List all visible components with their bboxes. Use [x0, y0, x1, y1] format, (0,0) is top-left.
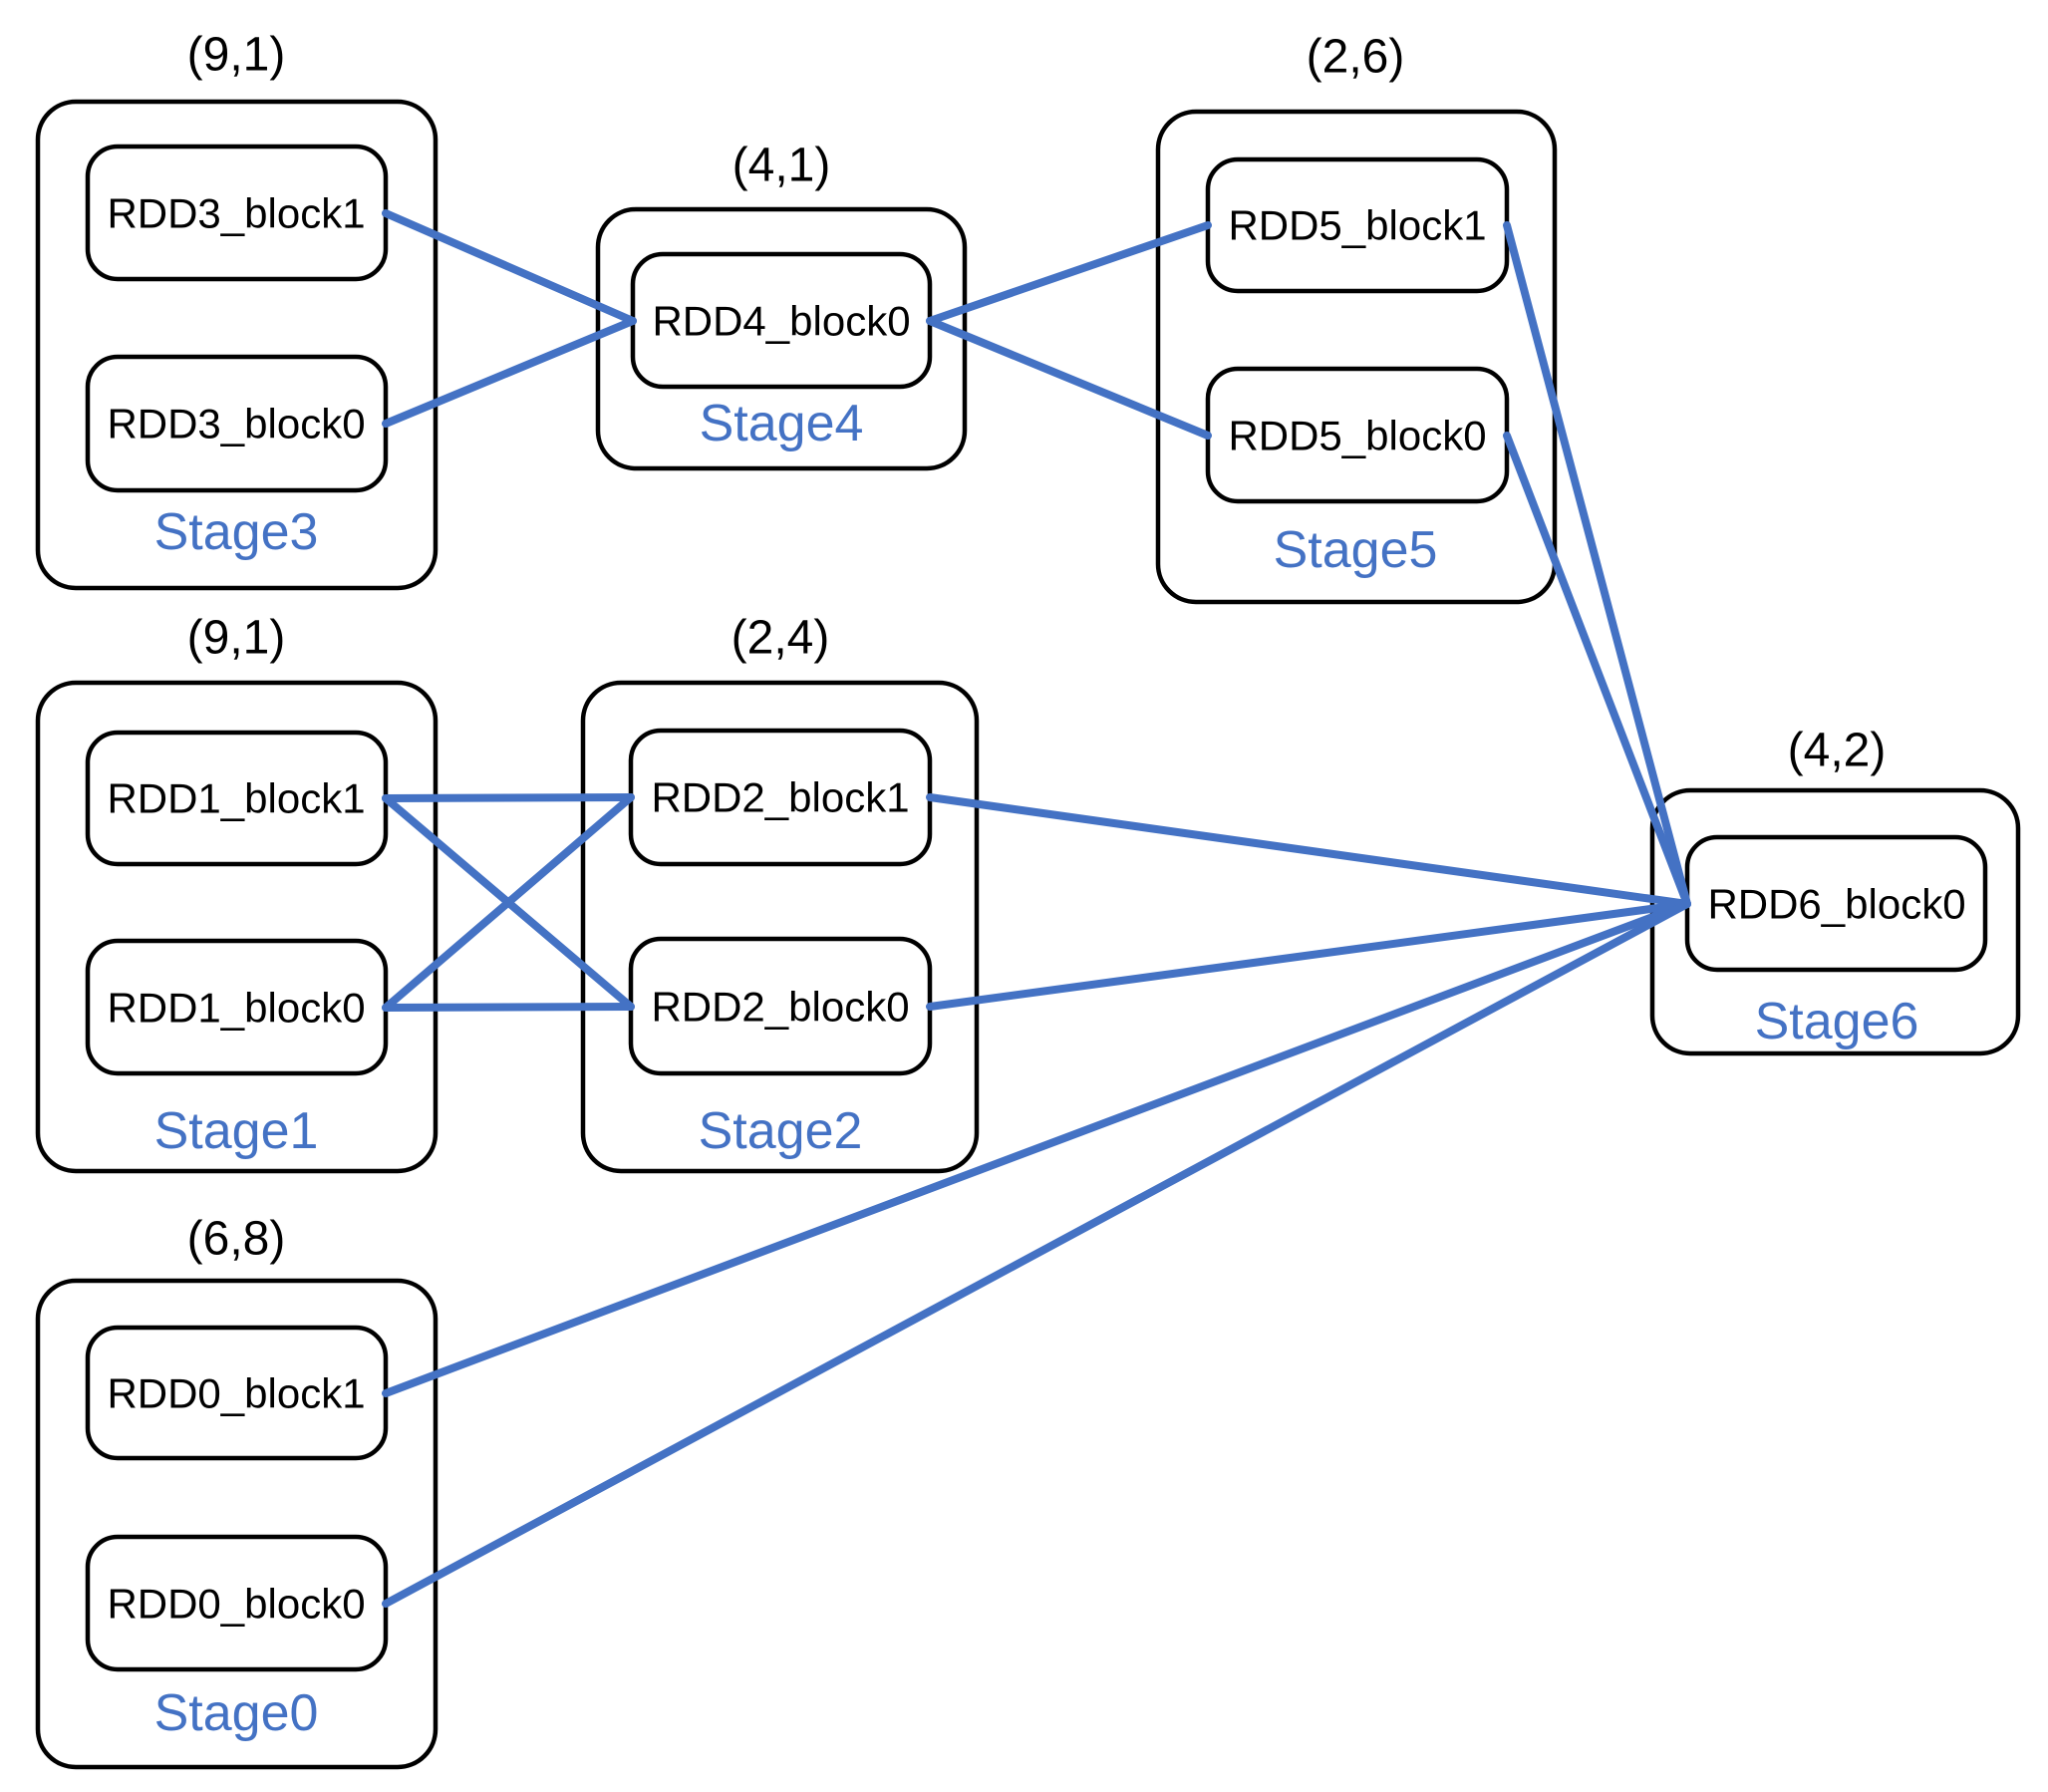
edge-rdd2_block0-to-rdd6_block0: [926, 900, 1691, 1011]
rdd2_block1-label: RDD2_block1: [651, 774, 909, 821]
edge-rdd5_block0-to-rdd6_block0: [1503, 432, 1691, 908]
rdd2_block0-label: RDD2_block0: [651, 984, 909, 1031]
stage3-partition-tuple: (9,1): [187, 29, 286, 82]
rdd6_block0-label: RDD6_block0: [1707, 881, 1965, 928]
rdd5_block0-label: RDD5_block0: [1228, 413, 1486, 459]
stage0-label: Stage0: [154, 1684, 319, 1742]
edge-rdd0_block1-to-rdd6_block0: [382, 900, 1691, 1397]
edge-rdd1_block0-to-rdd2_block1: [382, 793, 635, 1012]
edges-group: [382, 209, 1691, 1608]
rdd3_block0-label: RDD3_block0: [107, 401, 365, 448]
stage3-group: (9,1) Stage3 RDD3_block1 RDD3_block0: [35, 29, 439, 591]
rdd3_block1-label: RDD3_block1: [107, 190, 365, 237]
edge-rdd4_block0-to-rdd5_block0: [926, 317, 1212, 440]
stage3-label: Stage3: [154, 503, 319, 561]
stage2-label: Stage2: [699, 1102, 863, 1160]
stage2-group: (2,4) Stage2 RDD2_block1 RDD2_block0: [580, 612, 980, 1174]
edge-rdd5_block1-to-rdd6_block0: [1503, 221, 1691, 908]
stage4-label: Stage4: [700, 395, 864, 452]
edge-rdd4_block0-to-rdd5_block1: [926, 221, 1212, 325]
stage5-label: Stage5: [1274, 521, 1438, 579]
rdd4_block0-label: RDD4_block0: [652, 298, 910, 345]
rdd0_block0-label: RDD0_block0: [107, 1581, 365, 1628]
stage1-label: Stage1: [154, 1102, 319, 1160]
rdd0_block1-label: RDD0_block1: [107, 1370, 365, 1417]
stage5-group: (2,6) Stage5 RDD5_block1 RDD5_block0: [1155, 31, 1558, 605]
edge-rdd3_block0-to-rdd4_block0: [382, 317, 637, 428]
stage0-partition-tuple: (6,8): [187, 1213, 286, 1266]
stage1-group: (9,1) Stage1 RDD1_block1 RDD1_block0: [35, 612, 439, 1174]
stage6-group: (4,2) Stage6 RDD6_block0: [1649, 725, 2021, 1056]
rdd5_block1-label: RDD5_block1: [1228, 202, 1486, 249]
rdd1_block1-label: RDD1_block1: [107, 775, 365, 822]
edge-rdd3_block1-to-rdd4_block0: [382, 209, 637, 325]
stage0-group: (6,8) Stage0 RDD0_block1 RDD0_block0: [35, 1213, 439, 1770]
edge-rdd1_block0-to-rdd2_block0: [382, 1003, 635, 1012]
stage6-label: Stage6: [1755, 993, 1919, 1050]
stage6-partition-tuple: (4,2): [1788, 725, 1887, 777]
stage2-partition-tuple: (2,4): [731, 612, 830, 665]
rdd1_block0-label: RDD1_block0: [107, 985, 365, 1032]
edge-rdd0_block0-to-rdd6_block0: [382, 900, 1691, 1608]
stage1-partition-tuple: (9,1): [187, 612, 286, 665]
edge-rdd1_block1-to-rdd2_block1: [382, 793, 635, 802]
stage5-partition-tuple: (2,6): [1307, 31, 1405, 84]
stage4-group: (4,1) Stage4 RDD4_block0: [595, 140, 968, 471]
stage4-partition-tuple: (4,1): [732, 140, 831, 192]
edge-rdd2_block1-to-rdd6_block0: [926, 793, 1691, 908]
